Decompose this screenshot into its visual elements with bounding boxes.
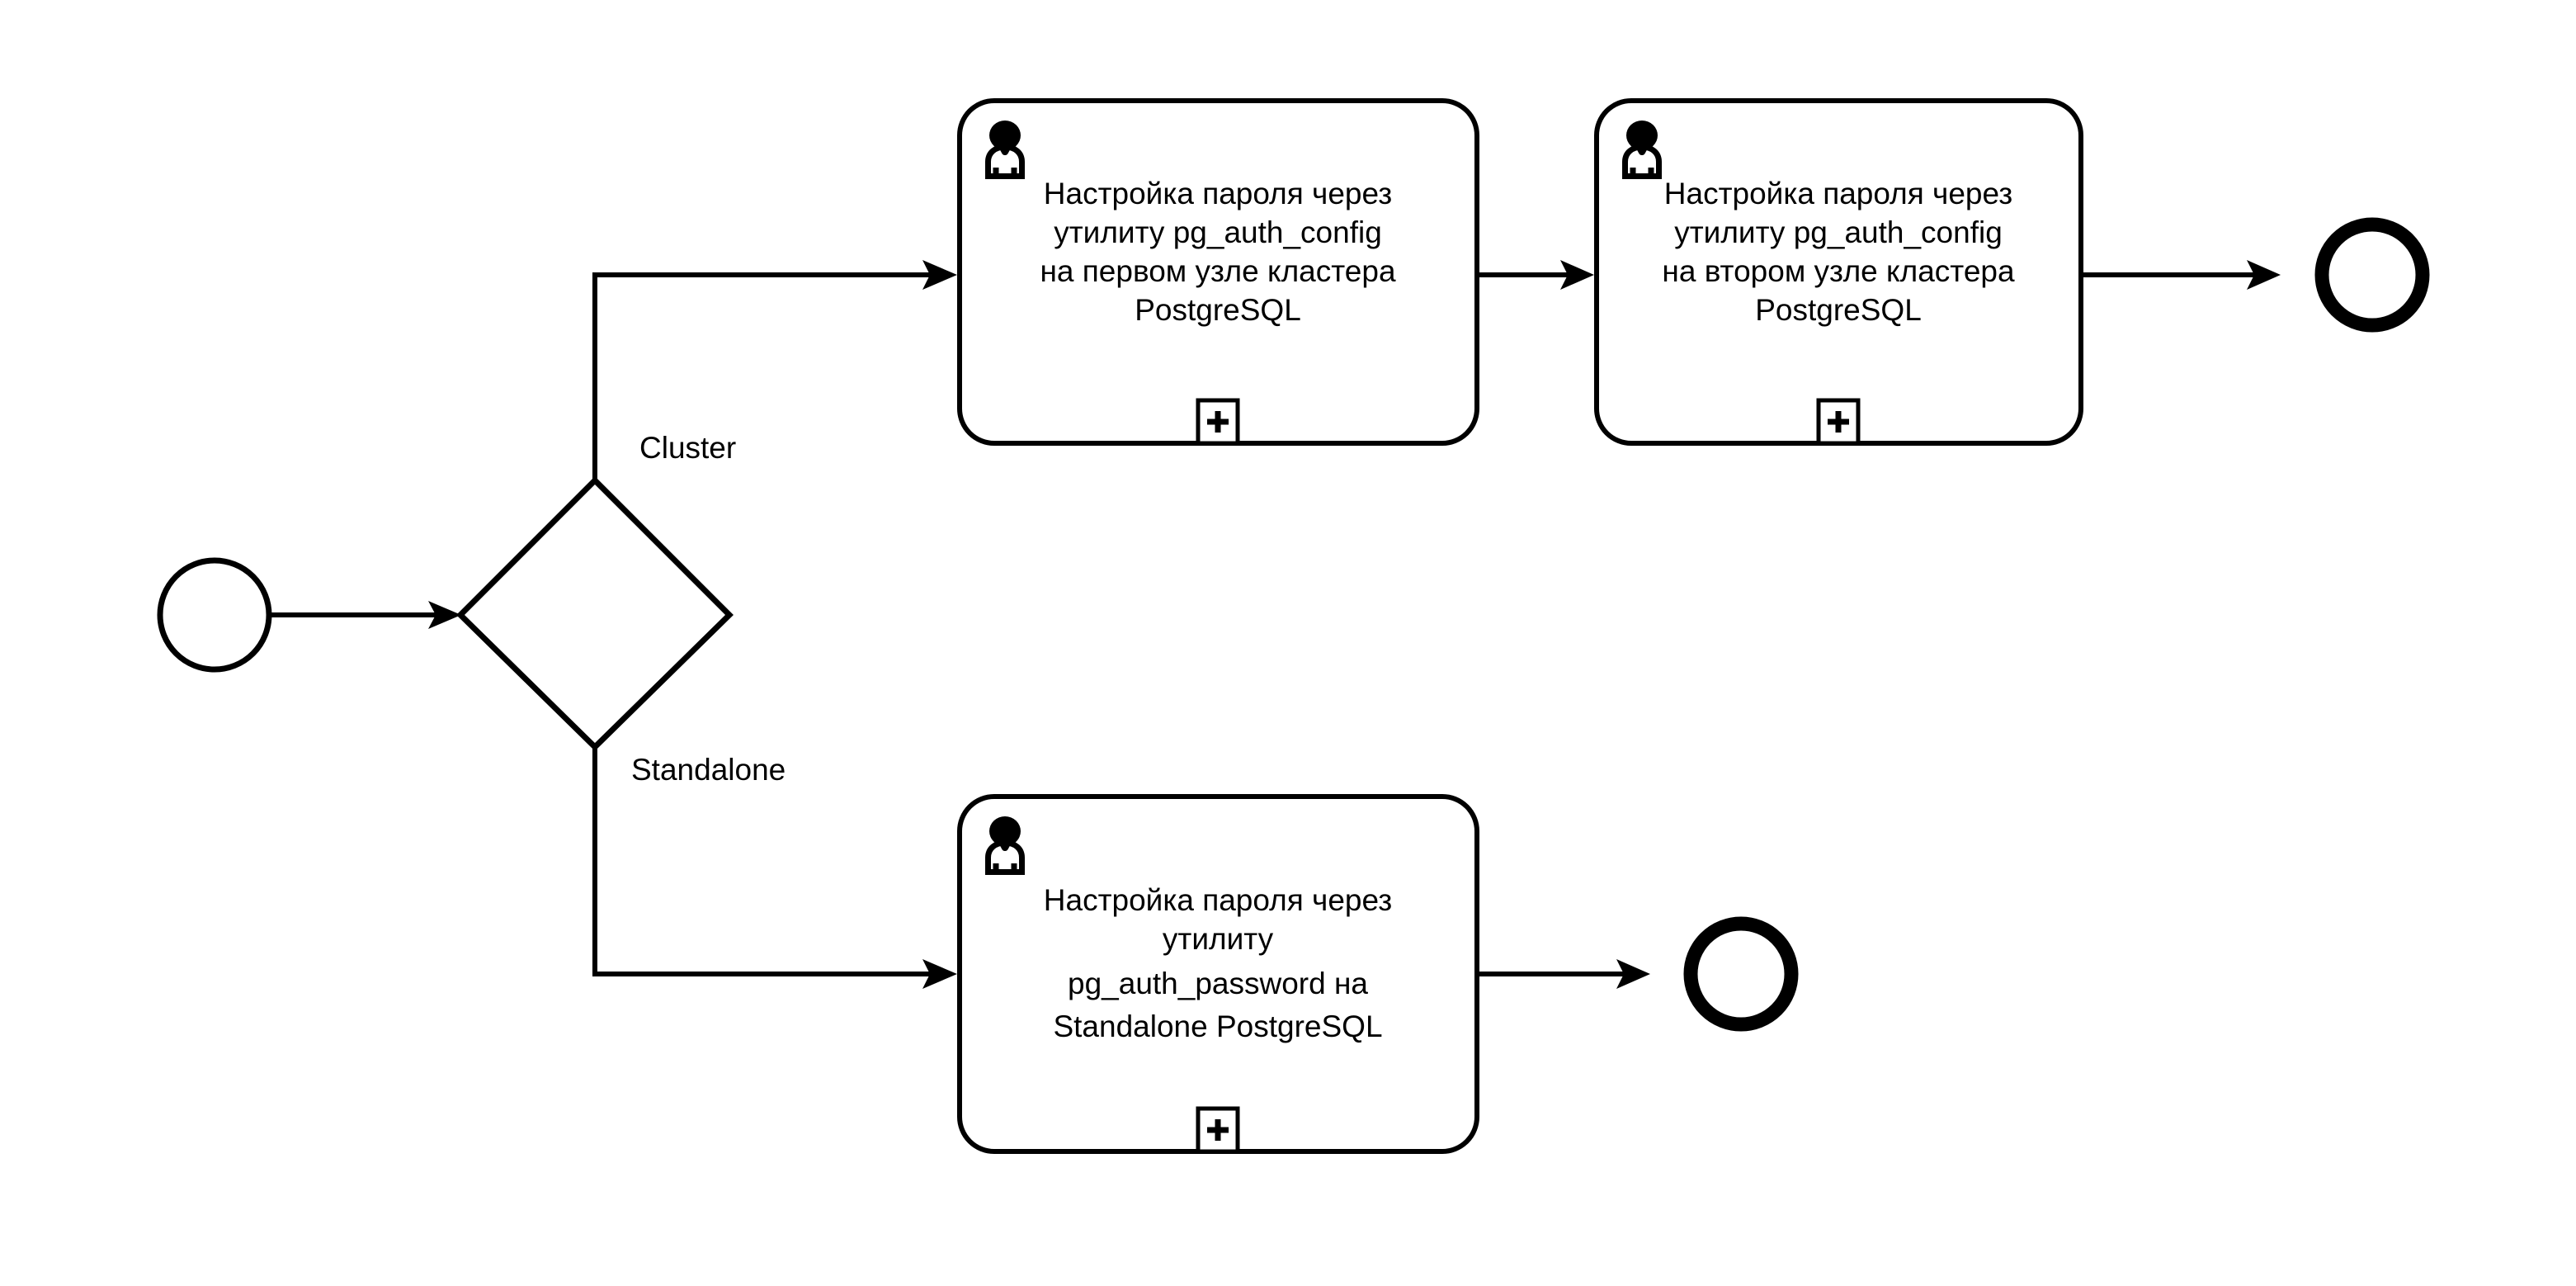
- flow-label-standalone: Standalone: [631, 753, 786, 787]
- task-label-line: утилиту pg_auth_config: [1054, 215, 1382, 249]
- subprocess-plus-marker[interactable]: [1196, 1106, 1240, 1154]
- task-label-line: Настройка пароля через: [1044, 177, 1392, 210]
- task-label-line: PostgreSQL: [1135, 293, 1301, 327]
- task-cluster-node-2[interactable]: Настройка пароля через утилиту pg_auth_c…: [1594, 98, 2083, 446]
- task-label-line: pg_auth_password на: [1068, 967, 1368, 1000]
- sequence-flow-task2-to-end: [2081, 260, 2281, 290]
- task-label-line: утилиту pg_auth_config: [1674, 215, 2003, 249]
- task-label-line: утилиту: [1163, 922, 1274, 956]
- task-label-line: на первом узле кластера: [1040, 254, 1395, 288]
- sequence-flow-start-to-gateway: [271, 601, 461, 629]
- flow-label-cluster: Cluster: [639, 431, 736, 465]
- subprocess-plus-marker[interactable]: [1196, 398, 1240, 446]
- task-label-line: на втором узле кластера: [1662, 254, 2015, 288]
- start-event[interactable]: [157, 557, 272, 673]
- sequence-flow-cluster: [592, 260, 957, 480]
- subprocess-plus-marker[interactable]: [1816, 398, 1861, 446]
- task-label-line: Настройка пароля через: [1044, 883, 1392, 917]
- sequence-flow-standalone: [592, 747, 957, 989]
- task-cluster-node-1[interactable]: Настройка пароля через утилиту pg_auth_c…: [957, 98, 1479, 446]
- exclusive-gateway[interactable]: [456, 476, 734, 751]
- task-standalone[interactable]: Настройка пароля через утилиту pg_auth_p…: [957, 794, 1479, 1154]
- sequence-flow-task3-to-end: [1477, 959, 1650, 989]
- end-event-cluster[interactable]: [2314, 217, 2430, 333]
- user-icon: [985, 121, 1025, 179]
- sequence-flow-task1-to-task2: [1477, 260, 1594, 290]
- task-label-line: PostgreSQL: [1755, 293, 1922, 327]
- end-event-standalone[interactable]: [1683, 916, 1799, 1032]
- user-icon: [1622, 121, 1662, 179]
- task-label-line: Настройка пароля через: [1664, 177, 2012, 210]
- task-label-line: Standalone PostgreSQL: [1053, 1009, 1382, 1043]
- user-icon: [985, 816, 1025, 875]
